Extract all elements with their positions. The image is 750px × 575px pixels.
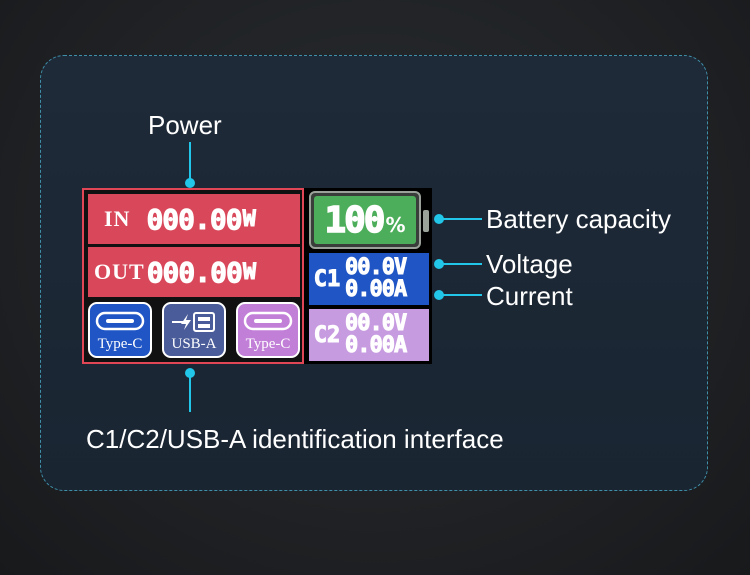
c1-name: C1	[313, 266, 341, 292]
voltage-callout-dot	[434, 259, 444, 269]
power-callout-line	[189, 142, 191, 182]
c1-voltage: 00.0V	[344, 255, 407, 280]
c1-panel: C1 00.0V 0.00A	[309, 253, 429, 305]
input-power-value: 000.00	[146, 202, 243, 236]
input-tag: IN	[104, 206, 131, 231]
c2-panel: C2 00.0V 0.00A	[309, 309, 429, 361]
current-callout-dot	[434, 290, 444, 300]
output-power-row: OUT 000.00 W	[88, 247, 300, 297]
port-indicators: Type-C USB-A Type-C	[88, 302, 300, 360]
battery-value: 100	[324, 199, 387, 242]
power-label: Power	[148, 110, 222, 140]
battery-fill: 100 %	[314, 196, 416, 244]
port-label: Type-C	[97, 336, 143, 352]
port-type-c-2: Type-C	[236, 302, 300, 358]
identification-callout-dot	[185, 368, 195, 378]
identification-callout-line	[189, 374, 191, 412]
c1-current: 0.00A	[344, 277, 407, 302]
current-label: Current	[486, 281, 573, 311]
input-power-unit: W	[242, 206, 256, 232]
battery-callout-dot	[434, 214, 444, 224]
port-usb-a: USB-A	[162, 302, 226, 358]
battery-unit: %	[385, 213, 406, 237]
current-callout-line	[440, 294, 482, 296]
battery-callout-line	[440, 218, 482, 220]
c1-values: 00.0V 0.00A	[344, 255, 407, 302]
port-label: Type-C	[245, 336, 291, 352]
battery-tip	[423, 210, 429, 232]
usb-c-icon	[243, 311, 293, 331]
c2-name: C2	[313, 322, 341, 348]
output-power-value: 000.00	[146, 255, 243, 289]
port-label: USB-A	[171, 336, 217, 352]
voltage-label: Voltage	[486, 249, 573, 279]
output-power-unit: W	[242, 259, 256, 285]
battery-indicator: 100 %	[309, 191, 421, 249]
c2-voltage: 00.0V	[344, 311, 407, 336]
usb-c-icon	[95, 311, 145, 331]
port-type-c-1: Type-C	[88, 302, 152, 358]
battery-capacity-label: Battery capacity	[486, 204, 671, 234]
usb-a-icon	[172, 312, 215, 332]
identification-label: C1/C2/USB-A identification interface	[86, 424, 504, 454]
power-callout-dot	[185, 178, 195, 188]
c2-current: 0.00A	[344, 333, 407, 358]
input-power-row: IN 000.00 W	[88, 194, 300, 244]
output-tag: OUT	[94, 259, 145, 284]
voltage-callout-line	[440, 263, 482, 265]
c2-values: 00.0V 0.00A	[344, 311, 407, 358]
